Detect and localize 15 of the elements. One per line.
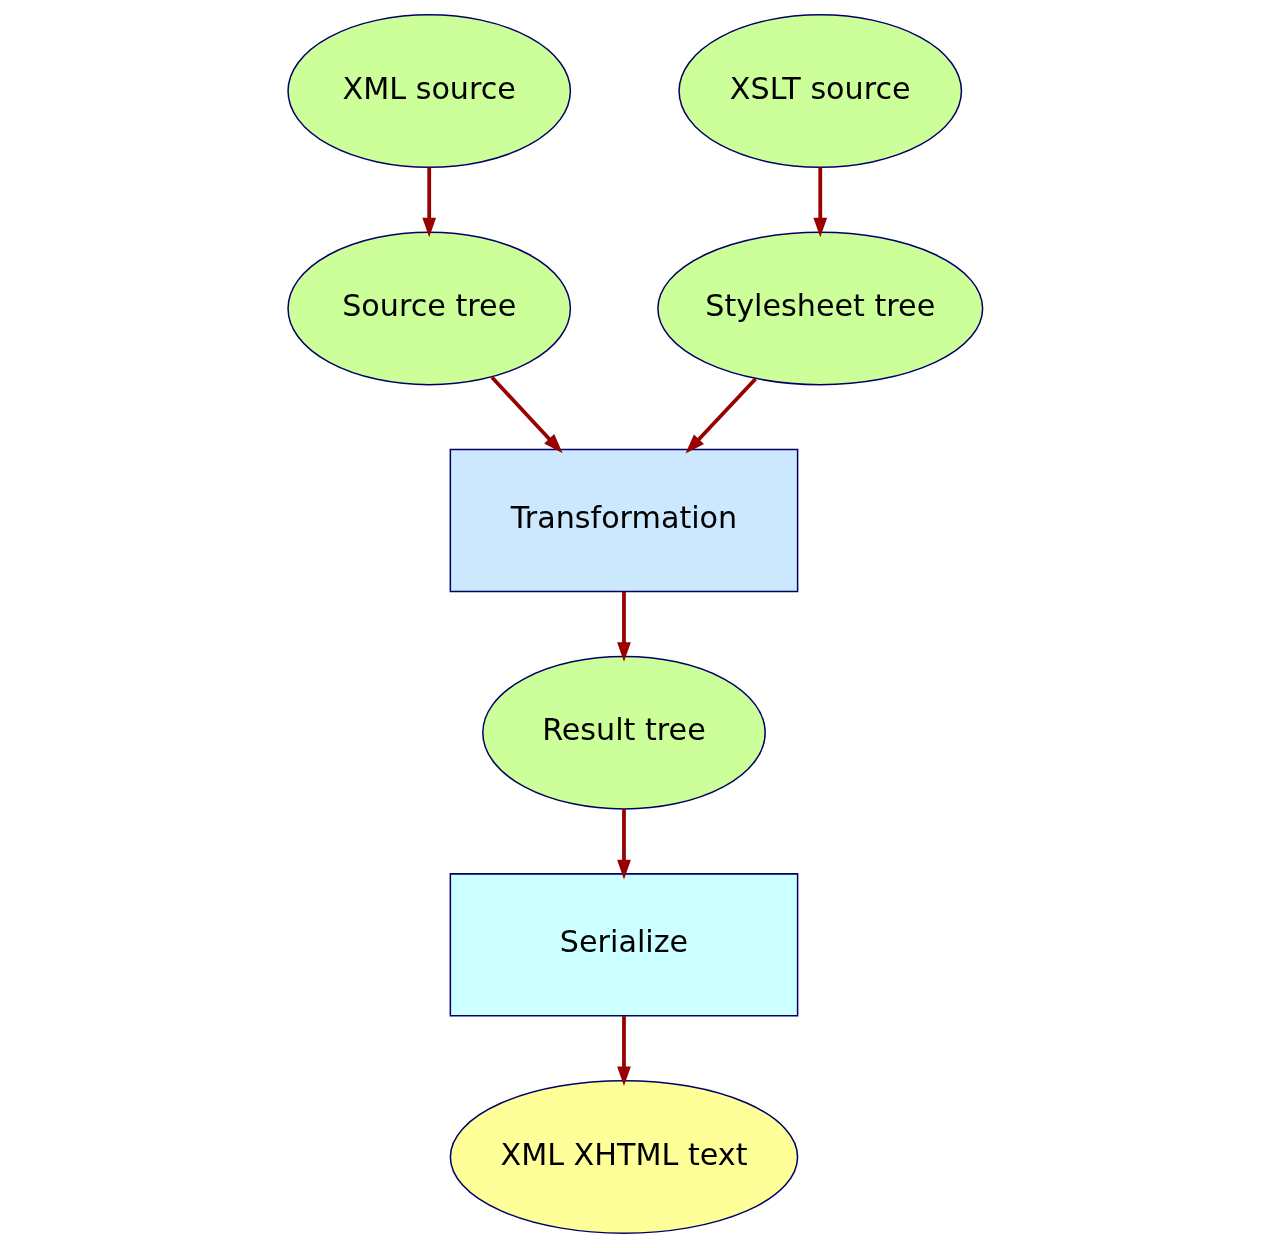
arrow	[617, 1016, 631, 1087]
node-ellipse: XSLT source	[678, 14, 963, 169]
node-ellipse: Result tree	[482, 655, 766, 810]
arrow	[617, 591, 631, 662]
node-box: Transformation	[449, 448, 799, 593]
arrow	[617, 809, 631, 880]
arrow	[422, 167, 437, 238]
node-ellipse: Source tree	[287, 231, 572, 386]
node-ellipse: Stylesheet tree	[657, 231, 984, 386]
node-ellipse: XML source	[287, 14, 572, 169]
arrow	[685, 377, 757, 454]
node-box: Serialize	[449, 873, 799, 1017]
arrow	[813, 167, 828, 238]
node-ellipse: XML XHTML text	[449, 1079, 799, 1234]
arrow	[490, 375, 563, 454]
